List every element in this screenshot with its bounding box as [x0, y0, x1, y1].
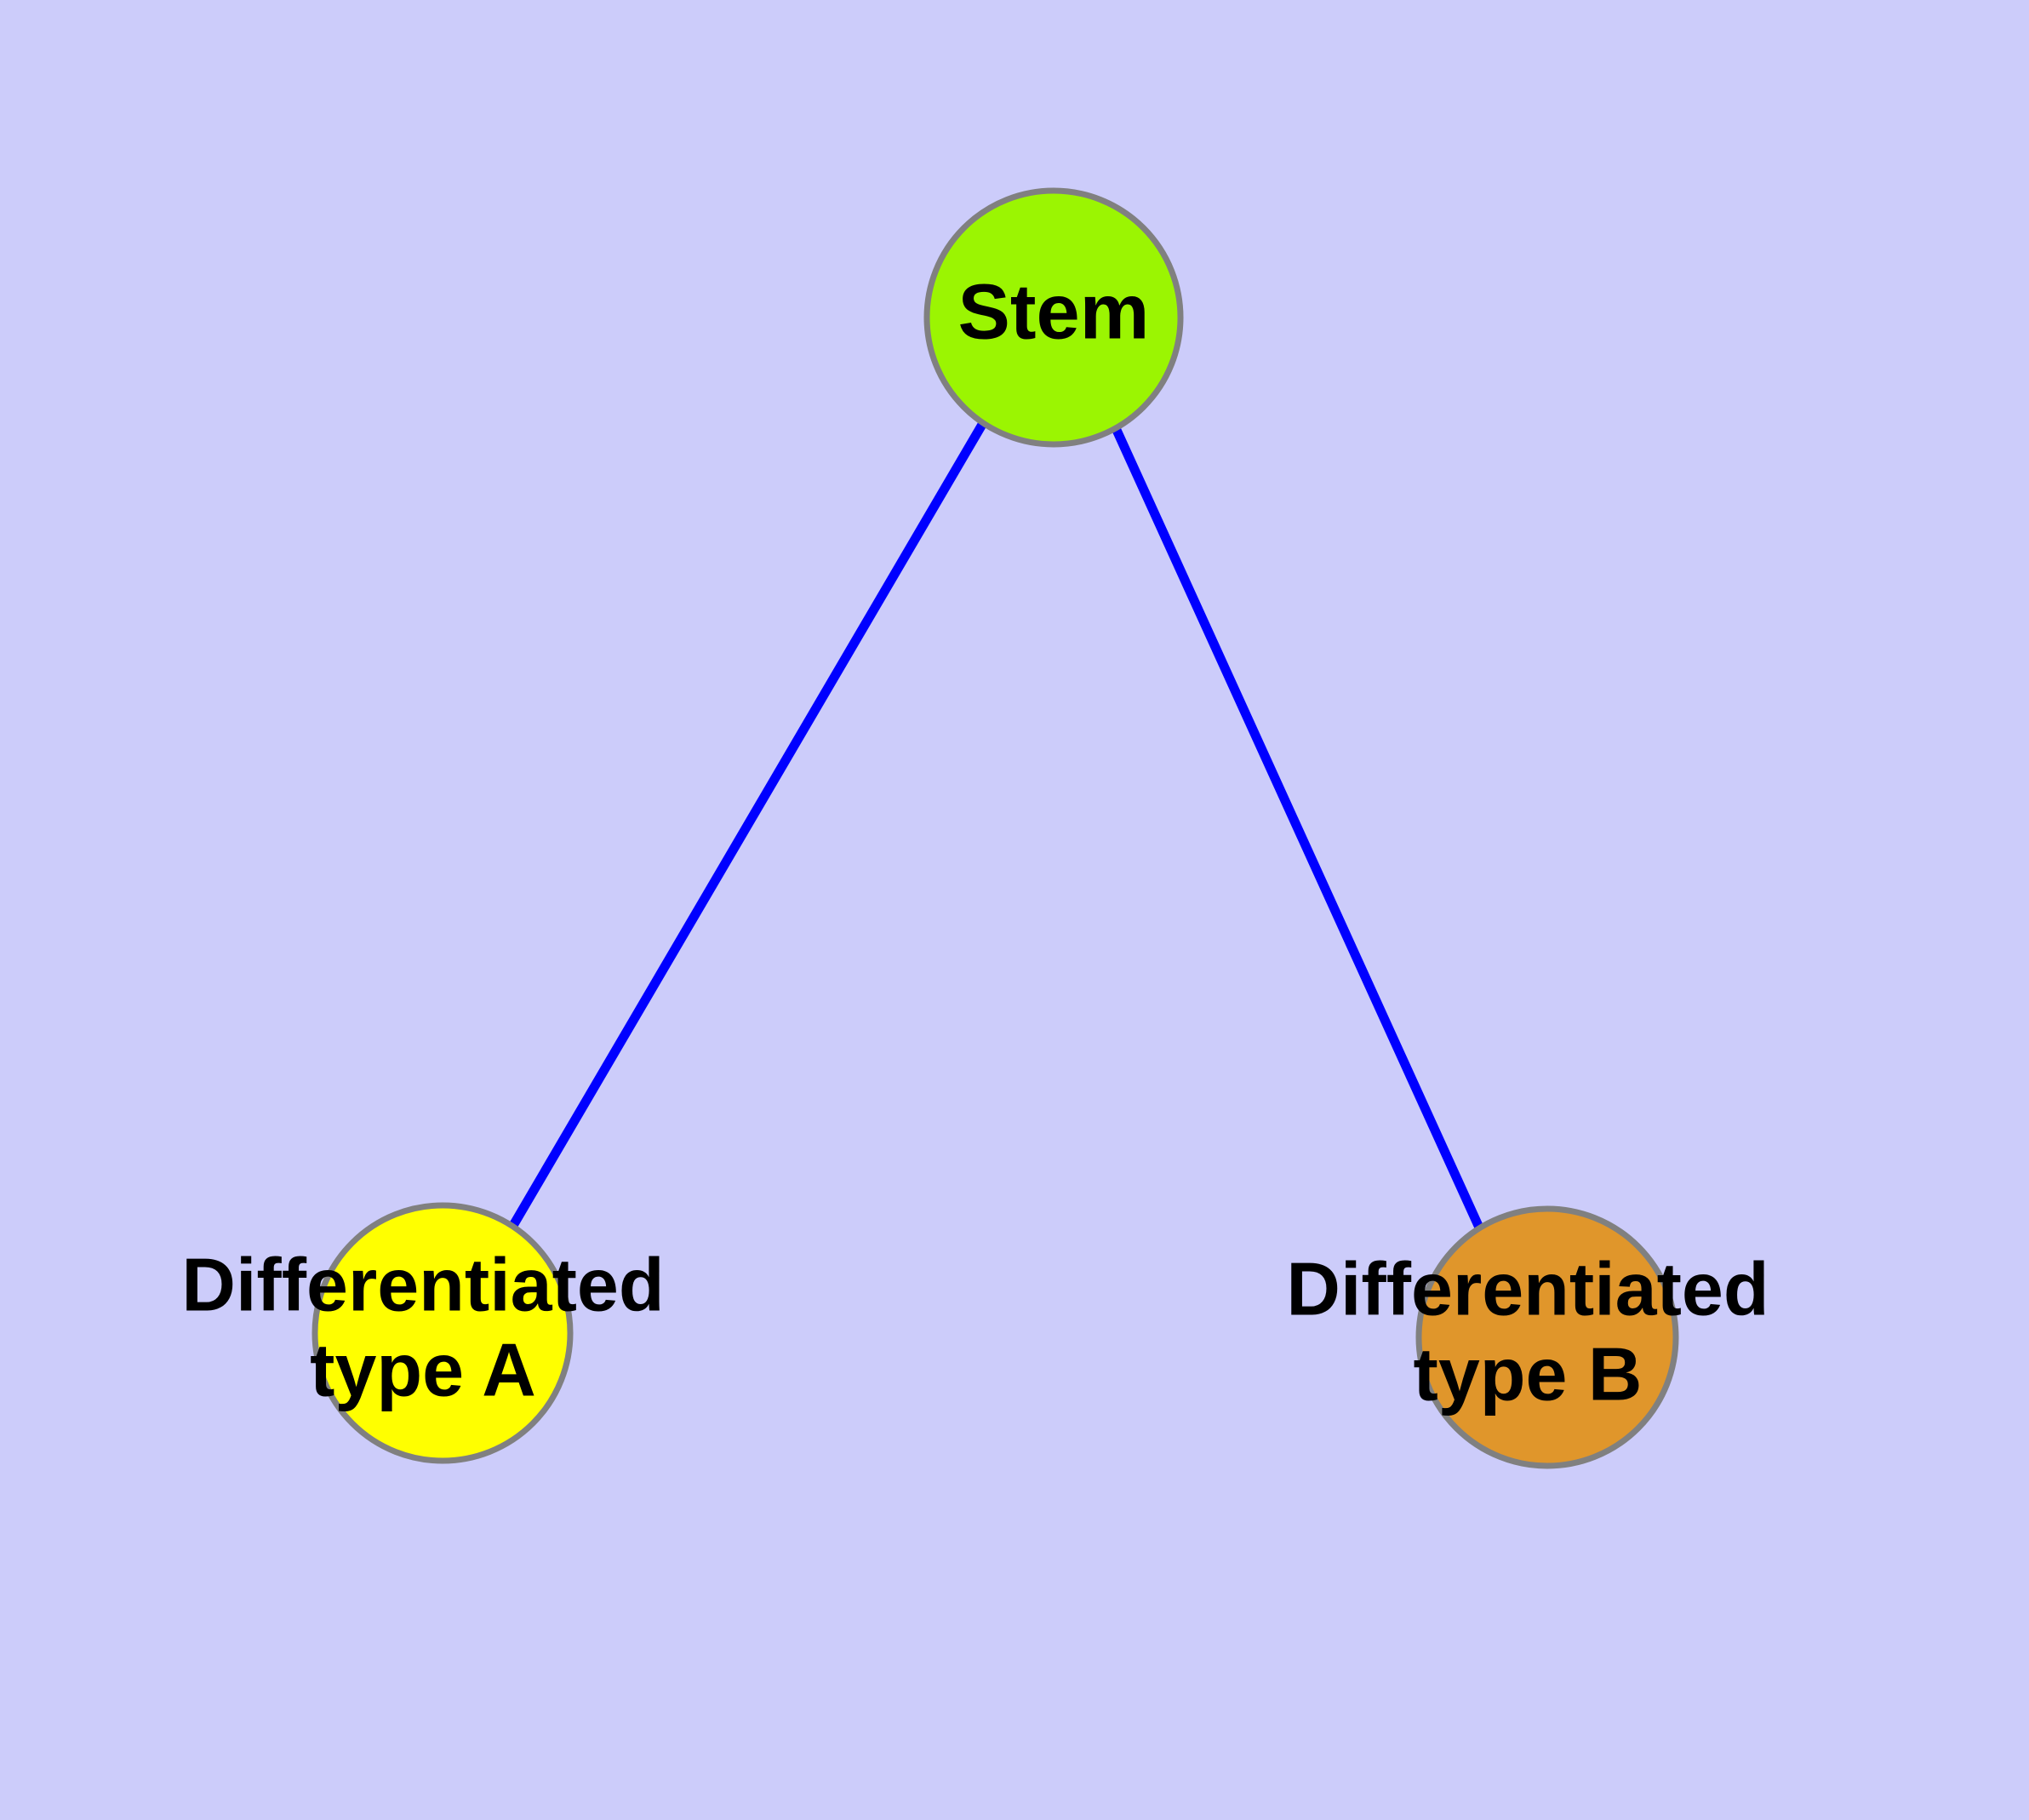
node-label-stem-line-1: Stem	[958, 268, 1150, 355]
node-label-diff-a-line-1: Differentiated	[181, 1242, 664, 1326]
edges-layer	[507, 421, 1484, 1231]
node-label-diff-a-line-2: type A	[310, 1327, 536, 1411]
node-circle-diff-a[interactable]	[311, 1202, 574, 1464]
node-circle-stem[interactable]	[923, 187, 1184, 448]
node-label-diff-b-line-2: type B	[1414, 1331, 1643, 1416]
edge-stem-to-diff-a	[507, 421, 987, 1231]
node-stem[interactable]: Stem	[923, 187, 1184, 448]
node-circle-diff-b[interactable]	[1415, 1205, 1679, 1469]
node-label-diff-b-line-1: Differentiated	[1286, 1246, 1769, 1331]
edge-stem-to-diff-b	[1111, 426, 1484, 1230]
